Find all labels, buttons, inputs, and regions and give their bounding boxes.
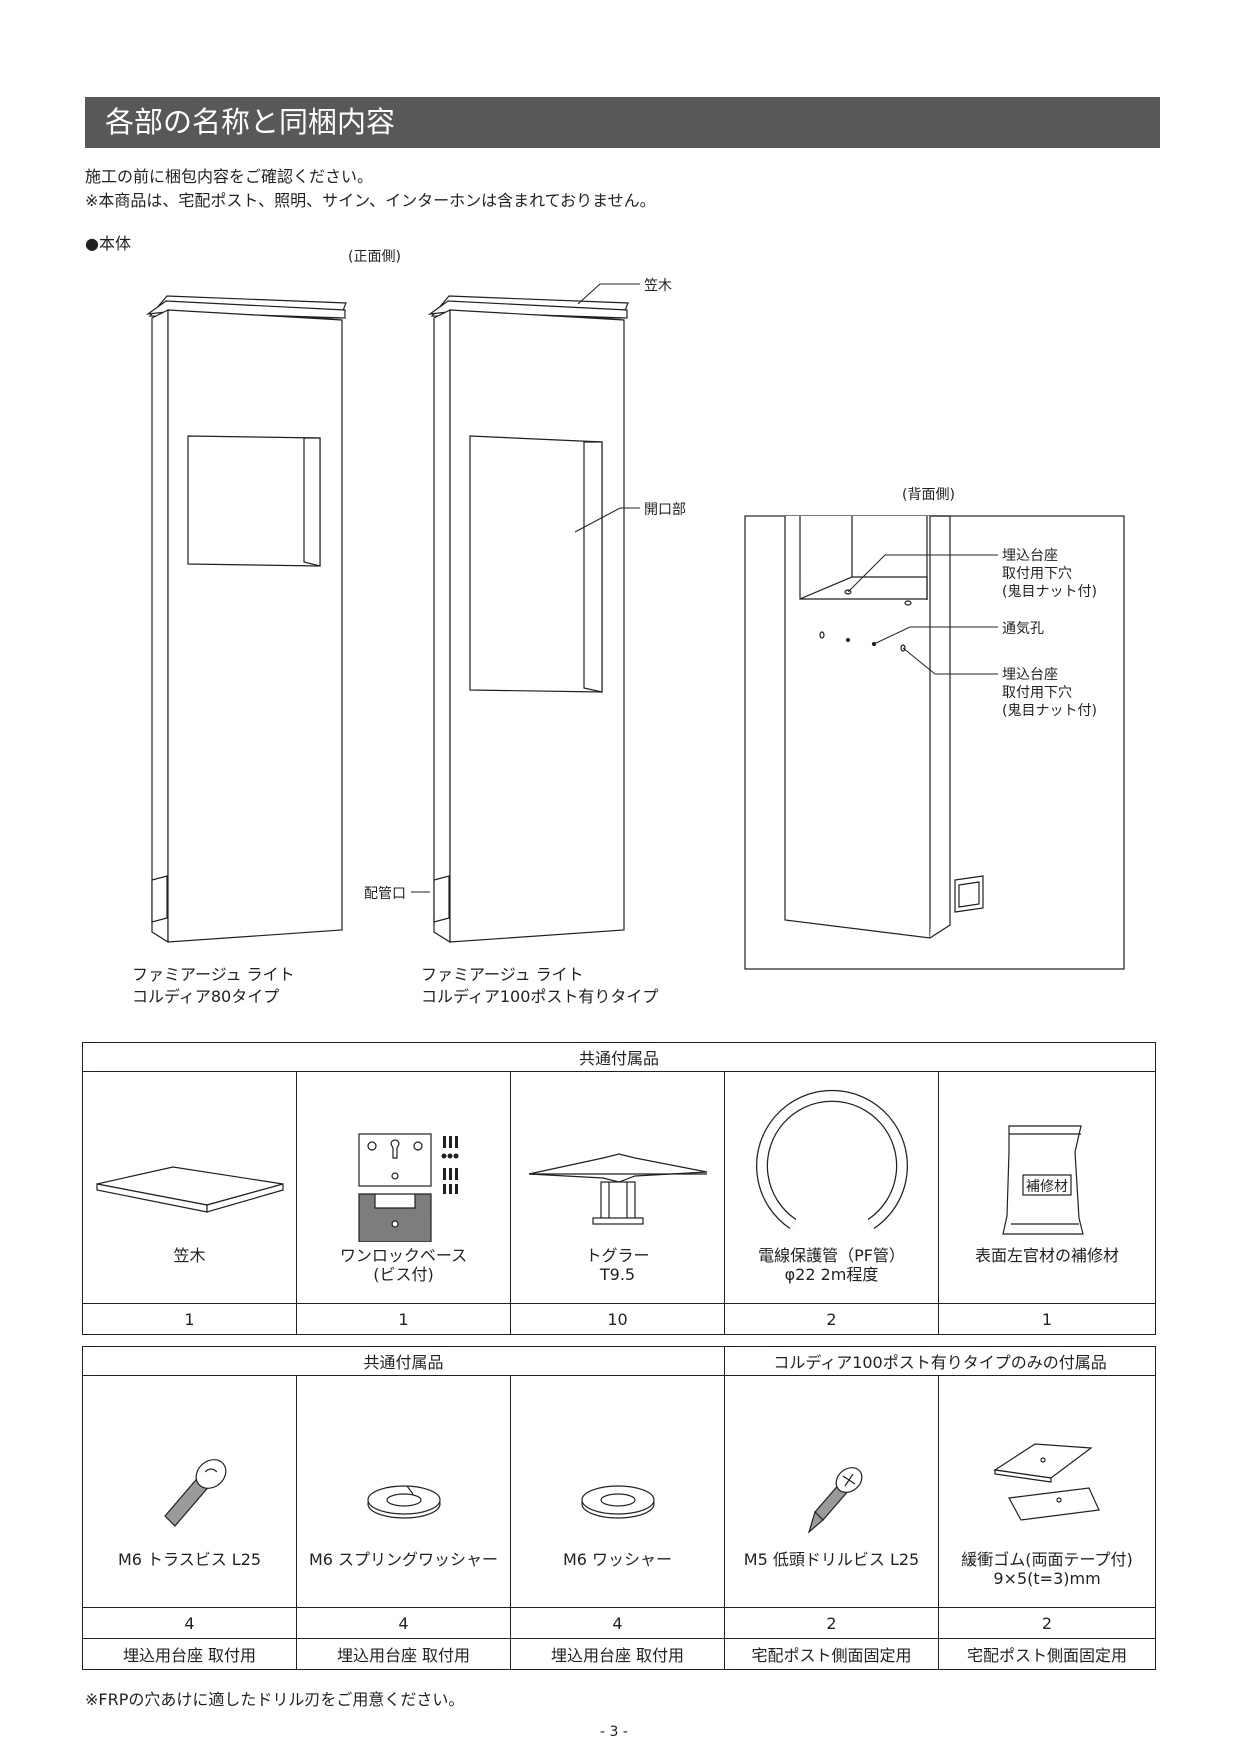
- qty-kasagi: 1: [82, 1303, 297, 1335]
- page-number: - 3 -: [600, 1724, 628, 1740]
- table1-header: 共通付属品: [82, 1042, 1156, 1072]
- main-body-label: ●本体: [85, 234, 131, 253]
- intro-line-1: 施工の前に梱包内容をご確認ください。: [85, 167, 374, 186]
- item-cell-one-lock-base: ワンロックベース (ビス付): [296, 1071, 511, 1304]
- intro-line-2: ※本商品は、宅配ポスト、照明、サイン、インターホンは含まれておりません。: [85, 191, 656, 210]
- use-washer: 埋込用台座 取付用: [509, 1638, 726, 1670]
- item-cell-pf-pipe: 電線保護管（PF管） φ22 2m程度: [724, 1071, 939, 1304]
- kasagi-icon: [96, 1166, 284, 1213]
- product-illustrations: [145, 283, 1125, 970]
- callout-anchor-hole-1: 埋込台座 取付用下穴 (鬼目ナット付): [1002, 548, 1097, 600]
- use-rubber-pad: 宅配ポスト側面固定用: [938, 1638, 1157, 1670]
- item-cell-kasagi: 笠木: [82, 1071, 297, 1304]
- accessories-table-1: 共通付属品 笠木: [82, 1042, 1156, 1335]
- item-cell-rubber-pad: 緩衝ゴム(両面テープ付) 9×5(t=3)mm: [938, 1375, 1157, 1608]
- spring-washer-icon: [367, 1485, 441, 1519]
- drill-screw-icon: [807, 1467, 863, 1534]
- item-cell-drill-screw: M5 低頭ドリルビス L25: [724, 1375, 940, 1608]
- item-cell-spring-washer: M6 スプリングワッシャー: [296, 1375, 511, 1608]
- qty-truss-screw: 4: [82, 1607, 297, 1639]
- item-cell-truss-screw: M6 トラスビス L25: [82, 1375, 297, 1608]
- pf-pipe-icon: [756, 1089, 908, 1229]
- use-spring-washer: 埋込用台座 取付用: [296, 1638, 511, 1670]
- qty-spring-washer: 4: [296, 1607, 511, 1639]
- toggler-icon: [528, 1153, 708, 1225]
- callout-opening: 開口部: [644, 502, 686, 518]
- pillar-cordia100-illustration: [427, 295, 629, 944]
- table2-header-special: コルディア100ポスト有りタイプのみの付属品: [724, 1346, 1157, 1376]
- rubber-pad-icon: [993, 1443, 1100, 1521]
- qty-pf-pipe: 2: [724, 1303, 939, 1335]
- qty-one-lock-base: 1: [296, 1303, 511, 1335]
- qty-rubber-pad: 2: [938, 1607, 1157, 1639]
- pillar-cordia80-illustration: [145, 295, 347, 944]
- pillar-back-illustration: [784, 515, 984, 939]
- callout-pipe-port: 配管口: [364, 886, 406, 902]
- section-title: 各部の名称と同梱内容: [85, 97, 1160, 148]
- qty-drill-screw: 2: [724, 1607, 940, 1639]
- model-caption-2: ファミアージュ ライト コルディア100ポスト有りタイプ: [421, 965, 659, 1006]
- callout-kasagi: 笠木: [644, 278, 672, 294]
- back-label: (背面側): [902, 487, 955, 503]
- item-cell-toggler: トグラー T9.5: [510, 1071, 725, 1304]
- accessories-table-2: 共通付属品 コルディア100ポスト有りタイプのみの付属品 M6 トラスビス L2…: [81, 1346, 1157, 1670]
- item-cell-repair-material: 補修材 表面左官材の補修材: [938, 1071, 1156, 1304]
- qty-washer: 4: [509, 1607, 726, 1639]
- use-drill-screw: 宅配ポスト側面固定用: [724, 1638, 940, 1670]
- truss-screw-icon: [164, 1459, 227, 1527]
- item-cell-washer: M6 ワッシャー: [509, 1375, 726, 1608]
- callout-anchor-hole-2: 埋込台座 取付用下穴 (鬼目ナット付): [1002, 667, 1097, 719]
- one-lock-base-icon: [358, 1133, 459, 1243]
- qty-toggler: 10: [510, 1303, 725, 1335]
- footnote: ※FRPの穴あけに適したドリル刃をご用意ください。: [85, 1690, 465, 1709]
- use-truss-screw: 埋込用台座 取付用: [82, 1638, 297, 1670]
- model-caption-1: ファミアージュ ライト コルディア80タイプ: [132, 965, 295, 1006]
- callout-vent: 通気孔: [1002, 621, 1044, 637]
- qty-repair-material: 1: [938, 1303, 1156, 1335]
- repair-material-bag-icon: 補修材: [1002, 1125, 1084, 1235]
- front-label: (正面側): [348, 249, 401, 265]
- bag-label: 補修材: [1026, 1179, 1068, 1195]
- washer-icon: [581, 1485, 655, 1519]
- table2-header-common: 共通付属品: [81, 1346, 726, 1376]
